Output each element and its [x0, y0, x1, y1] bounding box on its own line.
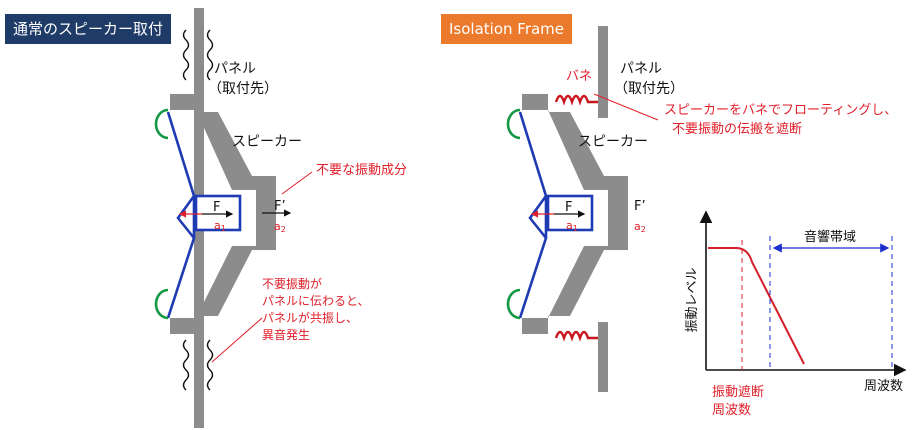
left-speaker-frame — [170, 94, 276, 334]
left-surround-bottom — [154, 288, 169, 320]
right-speaker-cone — [518, 111, 548, 319]
right-surround-bottom — [506, 288, 521, 320]
float-note: スピーカーをバネでフローティングし、 不要振動の伝搬を遮断 — [664, 103, 901, 137]
vibration-wave-icon — [182, 29, 190, 81]
right-surround-top — [506, 108, 521, 140]
vibration-wave-icon — [206, 339, 214, 391]
callout-line — [281, 171, 313, 195]
left-force-label: F — [213, 200, 220, 215]
left-vibration-note: 不要な振動成分 — [316, 163, 407, 178]
x-axis-label: 周波数 — [864, 379, 903, 394]
left-resonance-note: 不要振動が パネルに伝わると、 パネルが共振し、 異音発生 — [262, 276, 373, 342]
left-dust-cap — [176, 195, 196, 239]
left-surround-top — [154, 108, 169, 140]
vibration-wave-icon — [182, 339, 190, 391]
right-panel-wall-top — [598, 26, 608, 118]
band-label: 音響帯域 — [804, 229, 856, 245]
isolation-graph: 振動レベル 周波数 音響帯域 振動遮断 周波数 — [685, 210, 907, 418]
right-dust-cap — [528, 195, 548, 239]
left-speaker-diagram: F a1 F’ a2 パネル （取付先） スピーカー 不要な振動成分 不要振動が… — [154, 8, 407, 428]
left-title-badge: 通常のスピーカー取付 — [5, 14, 172, 44]
left-a2-label: a2 — [274, 220, 286, 234]
left-panel-label-sub: （取付先） — [208, 81, 278, 97]
right-speaker-label: スピーカー — [578, 134, 648, 150]
right-title-badge: Isolation Frame — [441, 14, 573, 44]
left-panel-label: パネル — [214, 61, 256, 77]
right-force-label: F — [565, 200, 572, 215]
transmission-curve — [708, 247, 805, 365]
left-speaker-cone — [166, 111, 196, 319]
y-axis-label: 振動レベル — [685, 267, 700, 332]
vibration-wave-icon — [206, 29, 214, 81]
cutoff-label: 振動遮断 周波数 — [712, 384, 768, 418]
spring-icon — [554, 94, 598, 106]
right-panel-wall-bottom — [598, 322, 608, 392]
right-panel-label-sub: （取付先） — [614, 81, 684, 97]
left-a1-label: a1 — [214, 219, 226, 233]
right-a2-label: a2 — [634, 220, 646, 234]
spring-label: バネ — [566, 69, 592, 84]
spring-icon — [554, 330, 598, 342]
callout-line — [211, 317, 263, 363]
left-force2-label: F’ — [274, 199, 286, 214]
right-speaker-frame — [522, 94, 628, 334]
right-panel-label: パネル — [620, 61, 662, 77]
right-speaker-diagram: F a1 F’ a2 バネ パネル （取付先） スピーカー スピーカーをバネでフ… — [506, 26, 901, 392]
right-a1-label: a1 — [566, 219, 578, 233]
callout-line — [593, 93, 659, 121]
left-speaker-label: スピーカー — [232, 134, 302, 150]
right-force2-label: F’ — [634, 199, 646, 214]
